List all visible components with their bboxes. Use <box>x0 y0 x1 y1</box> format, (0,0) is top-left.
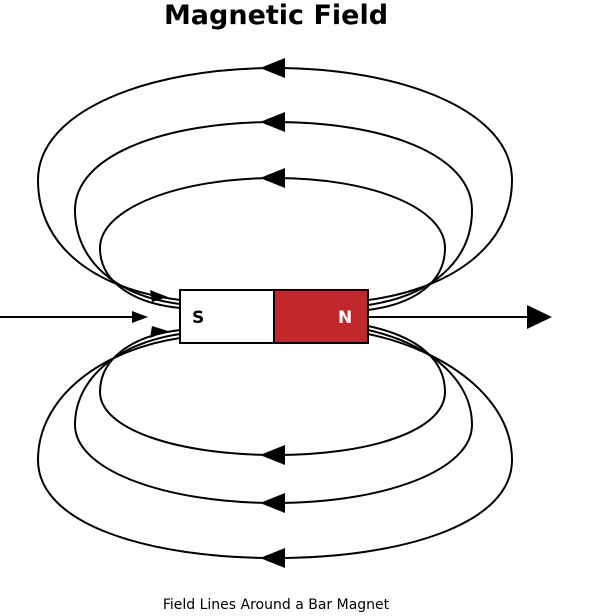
arrow-entry-bottom-icon <box>150 326 168 338</box>
field-line-bottom-middle <box>73 329 474 505</box>
bar-magnet: S N <box>179 289 369 344</box>
field-line-top-middle <box>73 120 474 306</box>
arrow-entry-top-icon <box>150 290 168 302</box>
field-line-bottom-inner <box>98 325 447 457</box>
south-pole-label: S <box>192 308 204 328</box>
arrow-entry-axis-icon <box>132 311 148 323</box>
arrow-bottom-inner-icon <box>260 445 285 465</box>
arrow-bottom-middle-icon <box>260 493 285 513</box>
magnet-north-pole <box>273 289 369 344</box>
field-line-bottom-outer <box>36 333 514 560</box>
arrow-bottom-outer-icon <box>260 548 285 568</box>
arrow-top-outer-icon <box>260 58 285 78</box>
arrow-top-inner-icon <box>260 168 285 188</box>
arrow-exit-axis-icon <box>527 305 552 329</box>
diagram-caption: Field Lines Around a Bar Magnet <box>162 597 390 613</box>
north-pole-label: N <box>338 308 352 328</box>
diagram-title: Magnetic Field <box>163 0 389 31</box>
arrow-top-middle-icon <box>260 112 285 132</box>
